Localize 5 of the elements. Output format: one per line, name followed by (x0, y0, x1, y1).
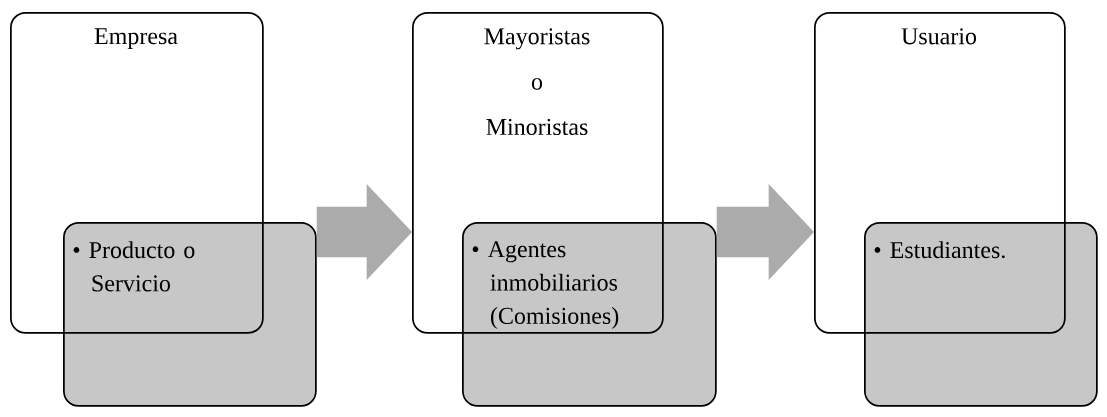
item-box: • Producto o Servicio (63, 222, 317, 407)
item-box: • Estudiantes. (864, 222, 1098, 407)
block-arrow (316, 184, 412, 280)
item-box: • Agentes inmobiliarios (Comisiones) (462, 222, 717, 407)
block-arrow (716, 184, 814, 280)
